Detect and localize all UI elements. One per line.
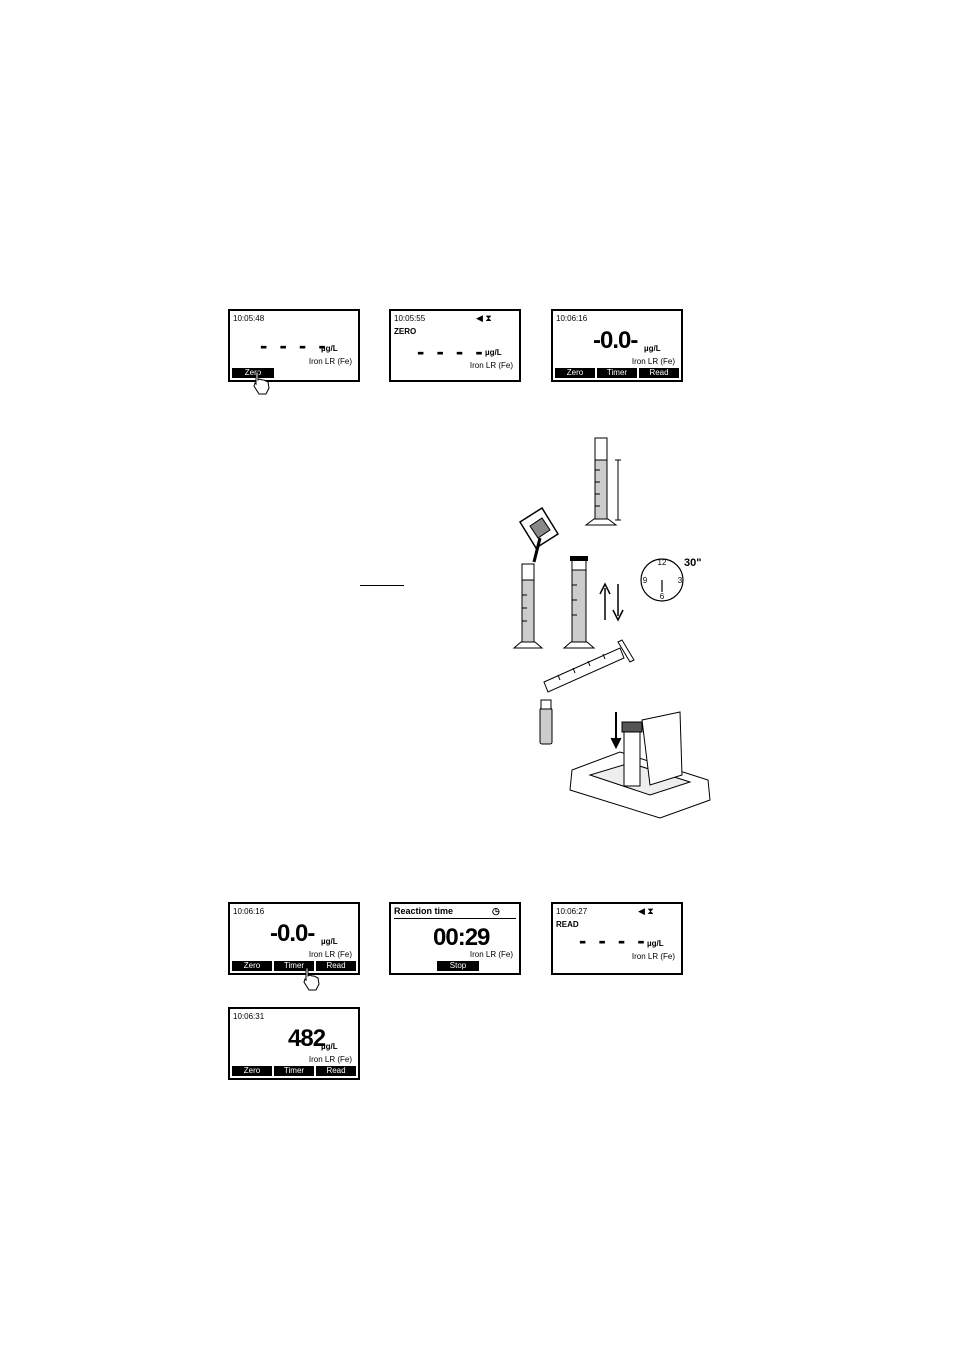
stop-softkey[interactable]: Stop [437, 961, 479, 971]
zero-softkey[interactable]: Zero [232, 1066, 272, 1076]
screen-unit: µg/L [485, 348, 502, 357]
screen-unit: µg/L [321, 344, 338, 353]
powder-pillow-icon [518, 506, 560, 563]
screen-header-title: Reaction time [394, 906, 454, 916]
clock-number: 3 [678, 576, 683, 585]
softkey-bar: Zero Timer Read [232, 961, 356, 971]
screen-parameter: Iron LR (Fe) [469, 950, 513, 959]
timer-softkey[interactable]: Timer [274, 1066, 314, 1076]
screen-time: 10:06:16 [556, 314, 588, 323]
screen-parameter: Iron LR (Fe) [469, 361, 513, 370]
screen-unit: µg/L [321, 937, 338, 946]
clock-number: 6 [660, 592, 665, 601]
screen-time: 10:05:55 [394, 314, 426, 323]
graduated-cylinder-icon [512, 563, 544, 649]
screen-dashes: - - - - [260, 333, 329, 358]
clock-label: 30" [684, 557, 701, 569]
speaker-hourglass-icon: ◀ ⧗ [638, 906, 654, 916]
screen-timer-prompt: 10:06:16 -0.0- µg/L Iron LR (Fe) Zero Ti… [228, 902, 360, 975]
screen-parameter: Iron LR (Fe) [308, 950, 352, 959]
screen-zero-measuring: 10:05:55 ◀ ⧗ ZERO - - - - µg/L Iron LR (… [389, 309, 521, 382]
softkey-bar: Zero Timer Read [232, 1066, 356, 1076]
timer-value: 00:29 [433, 924, 490, 951]
read-softkey[interactable]: Read [316, 961, 356, 971]
underline-mark [360, 585, 404, 586]
pouring-cylinder-icon [543, 639, 635, 693]
photometer-instrument-icon [569, 711, 711, 819]
clock-number: 12 [658, 558, 667, 567]
screen-header: Reaction time ◷ [394, 906, 516, 919]
screen-zero-result: 10:06:16 -0.0- µg/L Iron LR (Fe) Zero Ti… [551, 309, 683, 382]
screen-unit: µg/L [321, 1042, 338, 1051]
screen-zero-prompt: 10:05:48 - - - - µg/L Iron LR (Fe) Zero [228, 309, 360, 382]
pointing-hand-icon [303, 967, 320, 991]
screen-parameter: Iron LR (Fe) [308, 357, 352, 366]
sample-vial-icon [539, 699, 553, 745]
screen-value: -0.0- [593, 327, 638, 354]
screen-time: 10:05:48 [233, 314, 265, 323]
stoppered-cylinder-icon [562, 556, 596, 649]
zero-softkey[interactable]: Zero [232, 368, 274, 378]
clock-icon: 12 3 6 9 30" [640, 557, 701, 602]
screen-result: 10:06:31 482 µg/L Iron LR (Fe) Zero Time… [228, 1007, 360, 1080]
screen-reaction-time: Reaction time ◷ 00:29 Iron LR (Fe) Stop [389, 902, 521, 975]
screen-parameter: Iron LR (Fe) [631, 952, 675, 961]
read-softkey[interactable]: Read [639, 368, 679, 378]
screen-read-measuring: 10:06:27 ◀ ⧗ READ - - - - µg/L Iron LR (… [551, 902, 683, 975]
screen-unit: µg/L [644, 344, 661, 353]
stopwatch-icon: ◷ [492, 906, 500, 916]
pointing-hand-icon [253, 371, 270, 395]
screen-time: 10:06:27 [556, 907, 588, 916]
screen-time: 10:06:31 [233, 1012, 265, 1021]
result-value: 482 [288, 1025, 326, 1052]
screen-parameter: Iron LR (Fe) [631, 357, 675, 366]
screen-unit: µg/L [647, 939, 664, 948]
zero-softkey[interactable]: Zero [555, 368, 595, 378]
graduated-cylinder-icon [584, 437, 621, 526]
screen-parameter: Iron LR (Fe) [308, 1055, 352, 1064]
timer-softkey[interactable]: Timer [274, 961, 314, 971]
zero-softkey[interactable]: Zero [232, 961, 272, 971]
timer-softkey[interactable]: Timer [597, 368, 637, 378]
screen-time: 10:06:16 [233, 907, 265, 916]
softkey-bar: Zero Timer Read [555, 368, 679, 378]
invert-arrows-icon [599, 582, 624, 622]
clock-number: 9 [643, 576, 648, 585]
screen-dashes: - - - - [579, 928, 648, 953]
screen-mode: READ [556, 920, 579, 929]
read-softkey[interactable]: Read [316, 1066, 356, 1076]
screen-mode: ZERO [394, 327, 417, 336]
procedure-illustration: 12 3 6 9 30" [512, 437, 711, 819]
screen-dashes: - - - - [417, 339, 486, 364]
speaker-hourglass-icon: ◀ ⧗ [476, 313, 492, 323]
screen-value: -0.0- [270, 920, 315, 947]
